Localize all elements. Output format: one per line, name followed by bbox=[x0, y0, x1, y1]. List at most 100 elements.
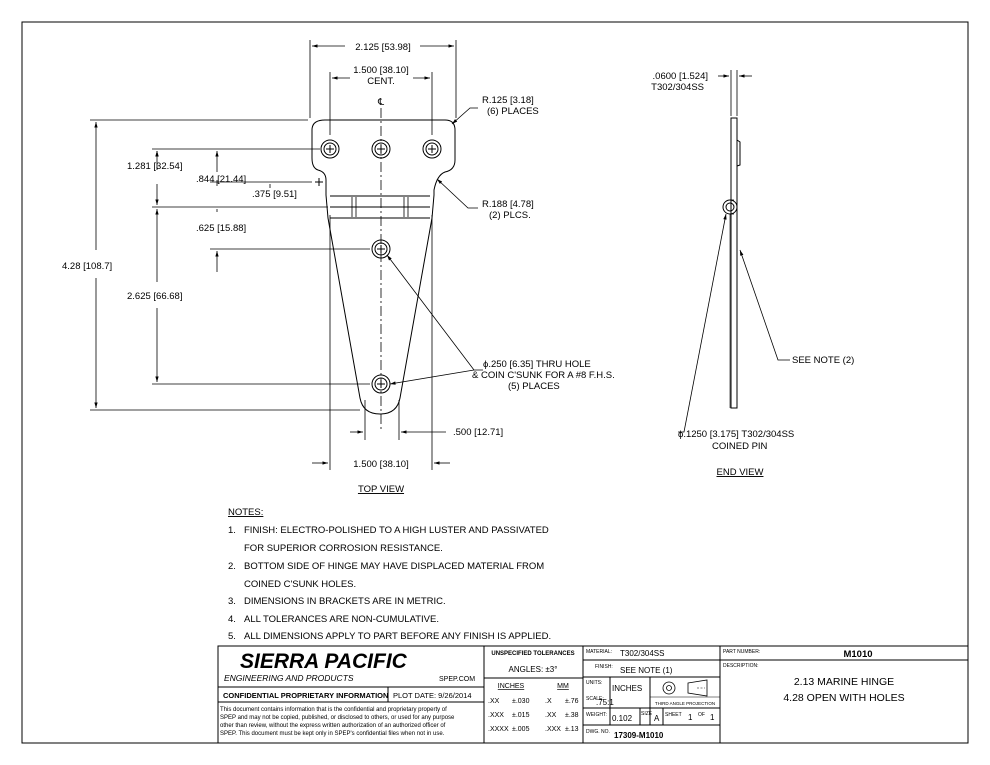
dim-hole-spacing-note: CENT. bbox=[367, 76, 394, 87]
tolerances-heading: UNSPECIFIED TOLERANCES bbox=[491, 651, 574, 657]
disclaimer-line: other than review, without the express w… bbox=[220, 723, 446, 729]
dim-844: .844 [21.44] bbox=[196, 174, 246, 185]
dim-bottom-width: 1.500 [38.10] bbox=[353, 459, 408, 470]
tolerance-cell: ±.005 bbox=[512, 726, 530, 733]
size-value: A bbox=[654, 714, 660, 723]
weight-value: 0.102 bbox=[612, 714, 633, 723]
tolerance-cell: .XXX bbox=[488, 712, 504, 719]
note-line: FINISH: ELECTRO-POLISHED TO A HIGH LUSTE… bbox=[244, 525, 549, 536]
hole-callout-line-2: & COIN C'SUNK FOR A #8 F.H.S. bbox=[472, 370, 615, 381]
tolerance-rows: .XX ±.030 .X ±.76 .XXX ±.015 .XX ±.38 .X… bbox=[488, 698, 579, 733]
tolerance-cell: ±.015 bbox=[512, 712, 530, 719]
dim-overall-width: 2.125 [53.98] bbox=[355, 42, 410, 53]
note-line: COINED C'SUNK HOLES. bbox=[244, 579, 356, 590]
note-number: 4. bbox=[228, 614, 236, 625]
angles-tolerance: ANGLES: ±3° bbox=[509, 665, 558, 674]
plot-date: PLOT DATE: 9/26/2014 bbox=[393, 691, 472, 700]
scale-value: .75:1 bbox=[596, 698, 614, 707]
radius-neck-qty: (2) PLCS. bbox=[489, 210, 531, 221]
company-subtitle: ENGINEERING AND PRODUCTS bbox=[224, 673, 354, 683]
scale-label: SCALE: bbox=[586, 696, 604, 702]
dim-1281: 1.281 [32.54] bbox=[127, 161, 182, 172]
disclaimer-line: SPEP. This document must be kept only in… bbox=[220, 731, 445, 737]
tolerance-cell: ±.030 bbox=[512, 698, 530, 705]
dim-375: .375 [9.51] bbox=[252, 189, 297, 200]
centerline-symbol: ℄ bbox=[377, 97, 385, 108]
hinge-knuckle bbox=[330, 195, 430, 219]
units-label: UNITS: bbox=[586, 680, 602, 686]
mounting-hole bbox=[422, 139, 442, 159]
description-label: DESCRIPTION: bbox=[723, 663, 759, 669]
dim-tip-width: .500 [12.71] bbox=[453, 427, 503, 438]
radius-corners-label: R.125 [3.18] bbox=[482, 95, 534, 106]
note-number: 1. bbox=[228, 525, 236, 536]
dim-overall-length: 4.28 [108.7] bbox=[62, 261, 112, 272]
size-label: SIZE bbox=[641, 711, 653, 717]
pin-callout-line-2: COINED PIN bbox=[712, 441, 768, 452]
dim-thickness: .0600 [1.524] bbox=[653, 71, 708, 82]
projection-label: THIRD ANGLE PROJECTION bbox=[655, 701, 715, 706]
dim-2625: 2.625 [66.68] bbox=[127, 291, 182, 302]
finish-value: SEE NOTE (1) bbox=[620, 666, 673, 675]
tolerance-cell: .XX bbox=[545, 712, 557, 719]
tolerance-cell: .XXX bbox=[545, 726, 561, 733]
hole-callout-line-3: (5) PLACES bbox=[508, 381, 560, 392]
hinge-outline bbox=[311, 119, 456, 415]
hinge-end-view bbox=[722, 117, 741, 409]
notes-block: NOTES: 1. FINISH: ELECTRO-POLISHED TO A … bbox=[228, 507, 551, 642]
title-block bbox=[217, 645, 969, 744]
sheet-label: SHEET bbox=[665, 712, 682, 718]
inches-header: INCHES bbox=[498, 683, 525, 690]
mm-header: MM bbox=[557, 683, 569, 690]
end-view-label: END VIEW bbox=[717, 467, 764, 478]
notes-heading: NOTES: bbox=[228, 507, 263, 518]
radius-corners-qty: (6) PLACES bbox=[487, 106, 539, 117]
description-line-1: 2.13 MARINE HINGE bbox=[794, 676, 894, 688]
dim-625: .625 [15.88] bbox=[196, 223, 246, 234]
dwg-no-label: DWG. NO. bbox=[586, 729, 610, 735]
radius-neck-label: R.188 [4.78] bbox=[482, 199, 534, 210]
mounting-hole bbox=[320, 139, 340, 159]
company-name: SIERRA PACIFIC bbox=[240, 650, 408, 673]
coined-pin bbox=[722, 199, 738, 215]
tolerance-cell: ±.38 bbox=[565, 712, 579, 719]
tolerance-cell: .XX bbox=[488, 698, 500, 705]
tolerance-cell: .XXXX bbox=[488, 726, 509, 733]
note-line: ALL DIMENSIONS APPLY TO PART BEFORE ANY … bbox=[244, 631, 551, 642]
finish-label: FINISH: bbox=[595, 664, 613, 670]
note-line: ALL TOLERANCES ARE NON-CUMULATIVE. bbox=[244, 614, 439, 625]
sheet-value: 1 bbox=[688, 713, 693, 722]
note-line: DIMENSIONS IN BRACKETS ARE IN METRIC. bbox=[244, 596, 446, 607]
weight-label: WEIGHT: bbox=[586, 712, 607, 718]
note-number: 2. bbox=[228, 561, 236, 572]
hole-callout-line-1: ϕ.250 [6.35] THRU HOLE bbox=[483, 359, 591, 370]
company-website: SPEP.COM bbox=[439, 676, 475, 683]
tolerance-cell: .X bbox=[545, 698, 552, 705]
thickness-material: T302/304SS bbox=[651, 82, 704, 93]
tolerance-cell: ±.76 bbox=[565, 698, 579, 705]
note-number: 3. bbox=[228, 596, 236, 607]
see-note-2: SEE NOTE (2) bbox=[792, 355, 854, 366]
material-value: T302/304SS bbox=[620, 649, 664, 658]
note-number: 5. bbox=[228, 631, 236, 642]
sheet-total: 1 bbox=[710, 713, 715, 722]
part-number-value: M1010 bbox=[843, 649, 872, 660]
dim-hole-spacing: 1.500 [38.10] bbox=[353, 65, 408, 76]
part-number-label: PART NUMBER: bbox=[723, 649, 760, 655]
hinge-top-view bbox=[311, 108, 456, 430]
note-line: BOTTOM SIDE OF HINGE MAY HAVE DISPLACED … bbox=[244, 561, 544, 572]
pin-callout-line-1: ϕ.1250 [3.175] T302/304SS bbox=[678, 429, 794, 440]
top-view-dimensions bbox=[90, 40, 483, 470]
top-view-label: TOP VIEW bbox=[358, 484, 404, 495]
dwg-no-value: 17309-M1010 bbox=[614, 731, 664, 740]
tolerance-cell: ±.13 bbox=[565, 726, 579, 733]
note-line: FOR SUPERIOR CORROSION RESISTANCE. bbox=[244, 543, 443, 554]
disclaimer-line: SPEP and may not be copied, published, o… bbox=[220, 715, 455, 721]
material-label: MATERIAL: bbox=[586, 649, 612, 655]
confidential-label: CONFIDENTIAL PROPRIETARY INFORMATION bbox=[223, 691, 388, 700]
description-line-2: 4.28 OPEN WITH HOLES bbox=[783, 692, 904, 704]
disclaimer-line: This document contains information that … bbox=[220, 707, 447, 713]
of-label: OF bbox=[698, 712, 705, 718]
units-value: INCHES bbox=[612, 684, 642, 693]
